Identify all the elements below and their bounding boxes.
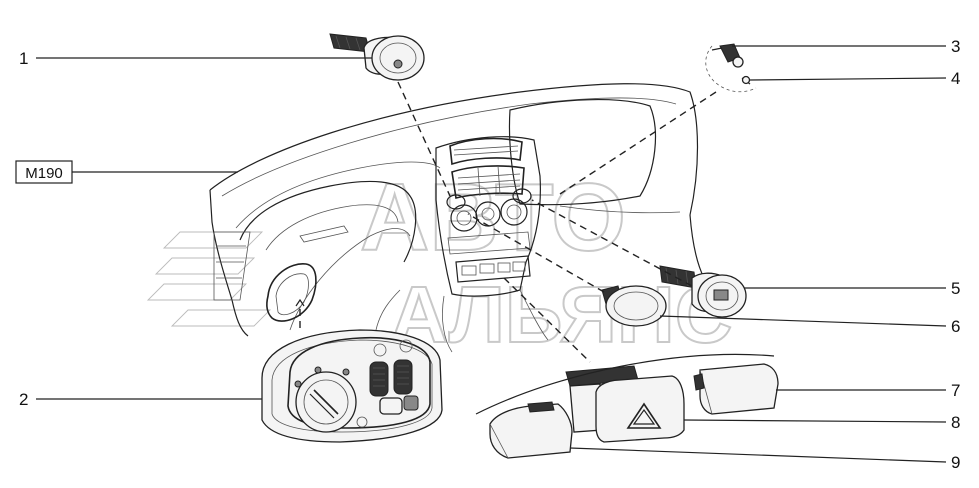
leader-lines xyxy=(36,45,947,463)
part-9-switch xyxy=(489,401,573,459)
callout-3: 3 xyxy=(951,37,960,56)
watermark-logo-stripes xyxy=(146,231,272,327)
assembly-lines xyxy=(295,81,717,363)
callout-4: 4 xyxy=(951,69,960,88)
part-2-light-control-unit xyxy=(261,329,443,443)
center-console xyxy=(375,136,549,353)
callout-9: 9 xyxy=(951,453,960,472)
code-label-box: M190 xyxy=(15,160,73,184)
code-label-text: M190 xyxy=(25,165,63,182)
part-6-blank-plug xyxy=(601,285,667,327)
callout-numbers: 1 2 3 4 5 6 7 8 9 xyxy=(19,37,960,472)
callout-1: 1 xyxy=(19,49,28,68)
dashboard-outline xyxy=(209,83,705,337)
part-5-rear-defroster-switch xyxy=(659,265,747,318)
callout-7: 7 xyxy=(951,381,960,400)
part-7-switch xyxy=(693,363,779,415)
watermark: АВТО АЛЬЯНС xyxy=(146,163,733,360)
callout-5: 5 xyxy=(951,279,960,298)
group-arc-7-9 xyxy=(475,353,775,415)
callout-8: 8 xyxy=(951,413,960,432)
part-1-fog-lamp-switch xyxy=(329,33,425,81)
part-3-4-bulb-and-holder xyxy=(705,43,757,93)
callout-6: 6 xyxy=(951,317,960,336)
part-8-hazard-switch xyxy=(565,365,685,443)
callout-2: 2 xyxy=(19,390,28,409)
